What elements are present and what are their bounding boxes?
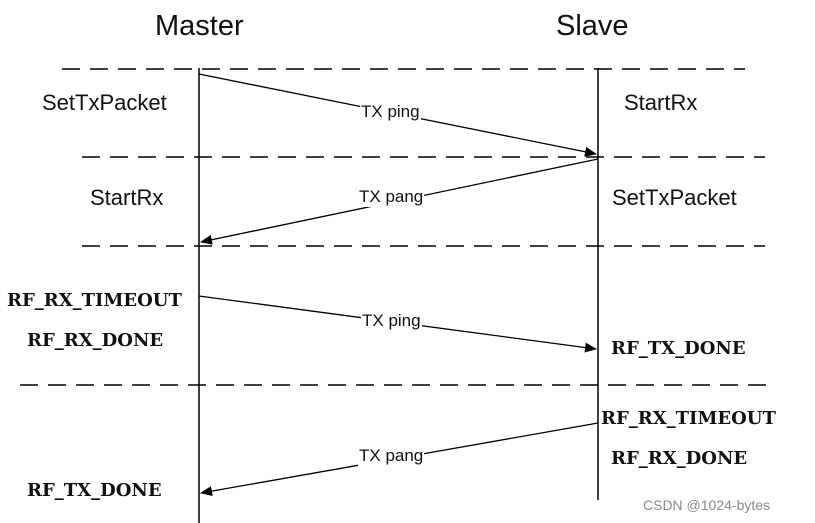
master-action-2: StartRx [90,185,164,210]
message-label-3: TX ping [361,311,422,331]
message-label-2: TX pang [358,187,425,207]
slave-action-1: StartRx [624,90,698,115]
master-header: Master [155,10,244,42]
slave-event-4b: RF_RX_DONE [611,448,748,469]
watermark-text: CSDN @1024-bytes [643,497,771,513]
master-event-3a: RF_RX_TIMEOUT [7,290,182,311]
slave-event-3a: RF_TX_DONE [611,338,746,359]
master-event-3b: RF_RX_DONE [27,330,164,351]
slave-event-4a: RF_RX_TIMEOUT [601,408,776,429]
slave-header: Slave [556,10,629,42]
master-action-1: SetTxPacket [42,90,167,115]
message-label-4: TX pang [358,446,425,466]
master-event-4a: RF_TX_DONE [27,480,162,501]
slave-action-2: SetTxPacket [612,185,737,210]
message-label-1: TX ping [360,102,421,122]
